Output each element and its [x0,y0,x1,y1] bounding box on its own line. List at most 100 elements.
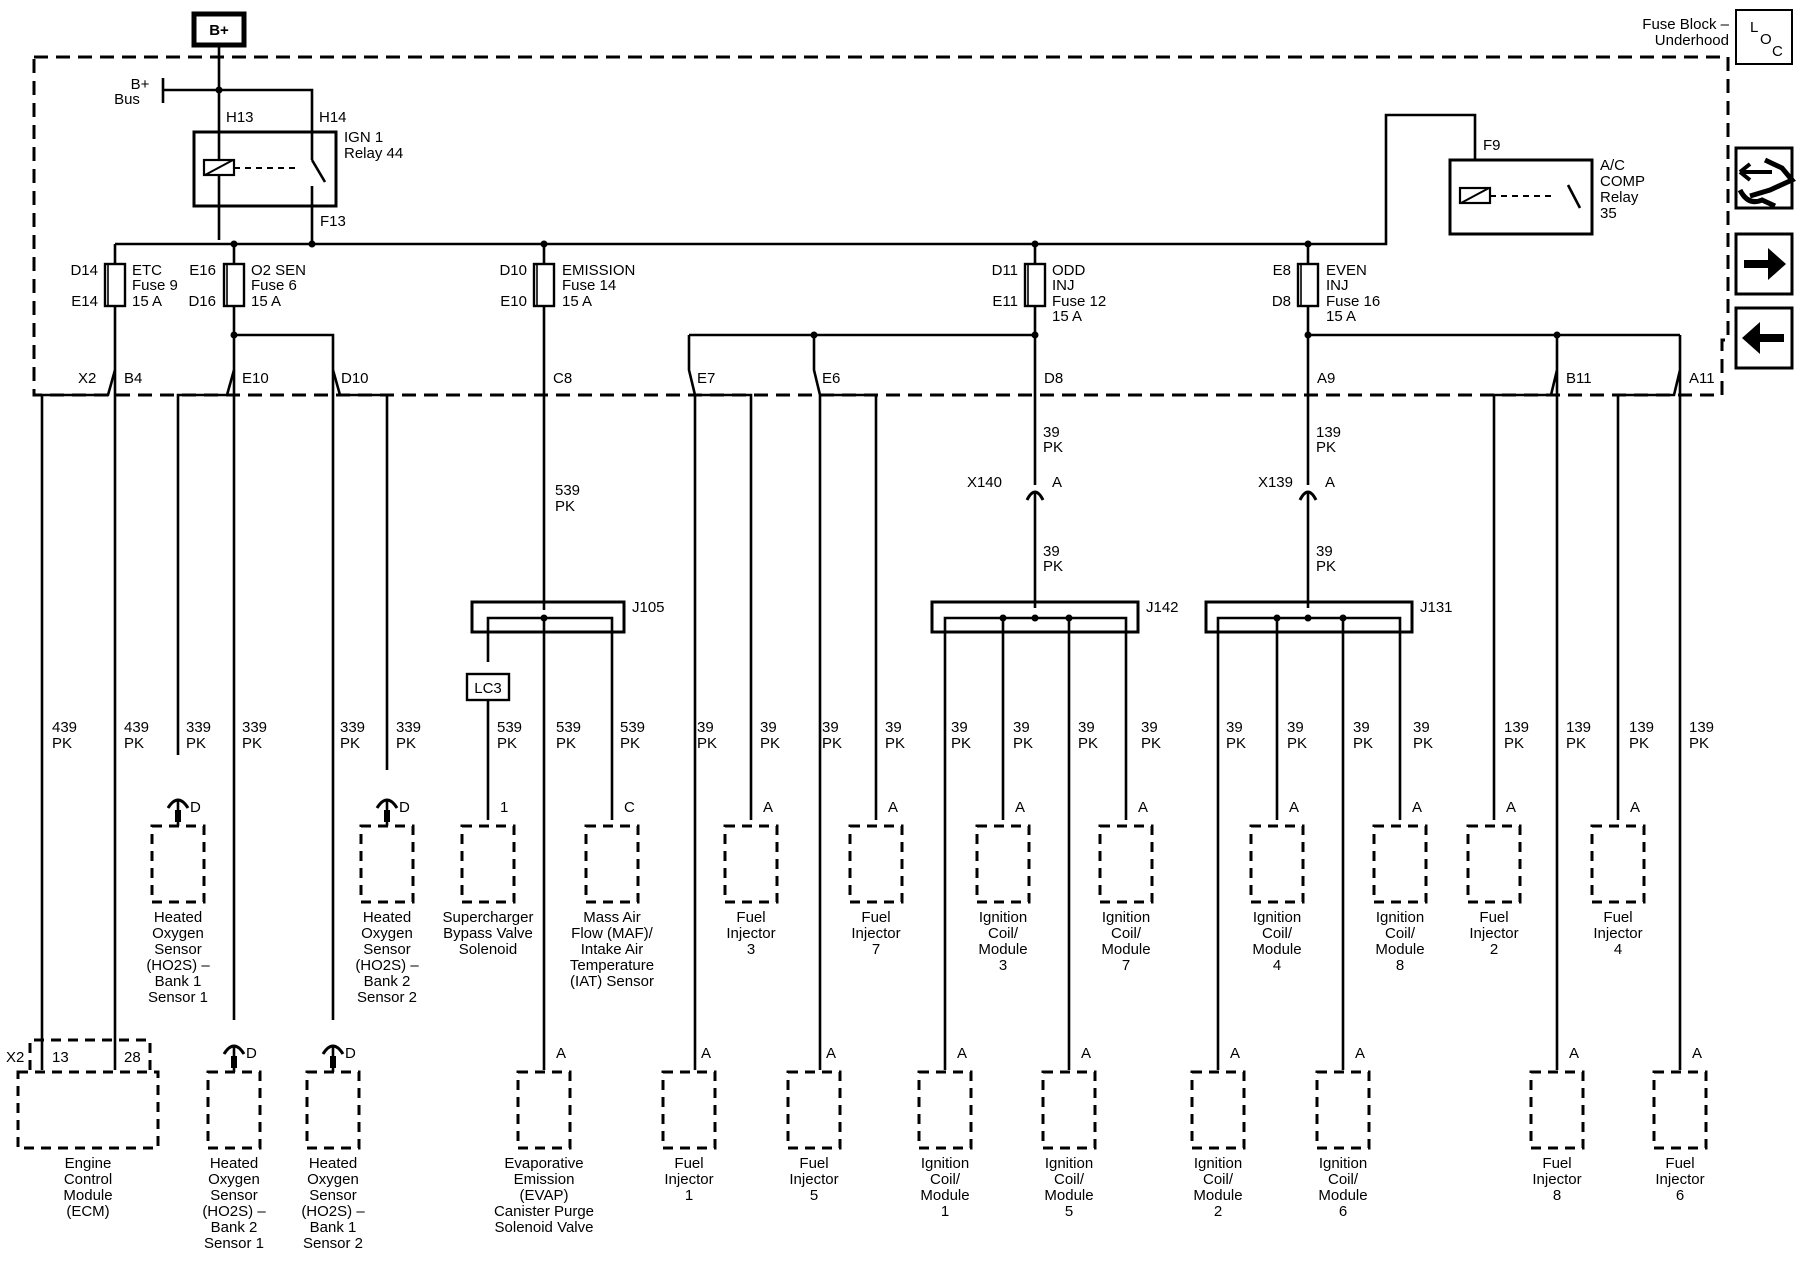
component-pin: A [763,799,773,816]
wire-color-label: PK [1413,735,1433,752]
wire-color-label: PK [340,735,360,752]
fuse-odd-bot-pin: E11 [992,293,1018,310]
wire-labels: 439PK439PK339PK339PK339PK339PK539PK539PK… [52,719,1714,752]
ign-relay [192,130,338,208]
x139-pin-a: A [1325,474,1335,491]
fuse-etc-l1: ETC [132,262,162,279]
component-label: Injector [1469,925,1518,942]
wire-color-label: PK [1353,735,1373,752]
component-label: 2 [1490,941,1498,958]
fuse-o2-top-pin: E16 [189,262,216,279]
fuse-even-l2: INJ [1326,277,1349,294]
component-pin: A [1138,799,1148,816]
component-label: Flow (MAF)/ [571,925,653,942]
wire-circuit-label: 339 [396,719,421,736]
component-label: Fuel [1665,1155,1694,1172]
pin-e7: E7 [697,370,715,387]
component-label: Oxygen [152,925,204,942]
component-label: Fuel [736,909,765,926]
component-pin: A [957,1045,967,1062]
component-label: (ECM) [66,1203,109,1220]
component-label: Sensor 2 [303,1235,363,1252]
fuse-em-bot-pin: E10 [500,293,527,310]
component-pin: A [701,1045,711,1062]
component-label: Ignition [979,909,1027,926]
trunk-even-a-c: 139 [1316,424,1341,441]
wire-color-label: PK [1226,735,1246,752]
wrench-arrow-icon[interactable] [1734,146,1797,210]
pin-a11: A11 [1689,370,1715,387]
loc-l: L [1750,19,1758,36]
splice-j105: J105 [470,599,665,1070]
component-label: 7 [872,941,880,958]
wire-color-label: PK [697,735,717,752]
component-label: Fuel [674,1155,703,1172]
component-label: 3 [747,941,755,958]
component-label: Ignition [1319,1155,1367,1172]
ac-relay-label-2: COMP [1600,173,1645,190]
wire-color-label: PK [1078,735,1098,752]
component-label: Sensor [154,941,202,958]
wire-color-label: PK [497,735,517,752]
component-label: (IAT) Sensor [570,973,654,990]
wire-color-label: PK [951,735,971,752]
wire-circuit-label: 539 [497,719,522,736]
pin-e6: E6 [822,370,840,387]
pin-d8: D8 [1044,370,1063,387]
component-label: Coil/ [1328,1171,1359,1188]
fuse-odd-l2: INJ [1052,277,1075,294]
wire-circuit-label: 139 [1629,719,1654,736]
wire-color-label: PK [396,735,416,752]
component-pin: D [399,799,410,816]
lc3-label: LC3 [474,680,502,697]
component-label: Module [1318,1187,1367,1204]
pin-f13: F13 [320,213,346,230]
wire-color-label: PK [1013,735,1033,752]
pin-a9: A9 [1317,370,1335,387]
component-label: 5 [810,1187,818,1204]
wire-color-label: PK [1689,735,1709,752]
component-label: Injector [1655,1171,1704,1188]
component-label: Module [63,1187,112,1204]
component-label: Engine [65,1155,112,1172]
fuse-odd-top-pin: D11 [992,262,1018,279]
wire-circuit-label: 39 [1226,719,1243,736]
wire-color-label: PK [1287,735,1307,752]
wire-color-label: PK [1504,735,1524,752]
component-label: Ignition [921,1155,969,1172]
component-label: Injector [789,1171,838,1188]
splice-j142-label: J142 [1146,599,1179,616]
component-label: Injector [726,925,775,942]
component-label: 1 [941,1203,949,1220]
component-label: Bank 1 [310,1219,357,1236]
arrow-left-icon[interactable] [1734,306,1794,370]
component-pin: A [1081,1045,1091,1062]
component-label: Ignition [1045,1155,1093,1172]
lower-components: EngineControlModule(ECM)DHeatedOxygenSen… [16,1044,1708,1252]
fuse-block-title-1: Fuse Block – [1642,16,1729,33]
loc-o: O [1760,31,1772,48]
connector-x140: X140 [967,474,1002,491]
fuse-odd-l4: 15 A [1052,308,1082,325]
wire-color-label: PK [242,735,262,752]
pin-h13: H13 [226,109,254,126]
component-label: Sensor 1 [204,1235,264,1252]
component-label: Module [1252,941,1301,958]
fuse-block-title-2: Underhood [1655,32,1729,49]
wire-circuit-label: 39 [1287,719,1304,736]
component-label: Coil/ [1111,925,1142,942]
wire-circuit-label: 139 [1504,719,1529,736]
wire-color-label: PK [885,735,905,752]
component-label: 3 [999,957,1007,974]
component-pin: A [1506,799,1516,816]
arrow-right-icon[interactable] [1734,232,1794,296]
component-label: 6 [1339,1203,1347,1220]
wire-circuit-label: 39 [1078,719,1095,736]
component-pin: A [1412,799,1422,816]
component-label: 8 [1396,957,1404,974]
component-label: Control [64,1171,112,1188]
